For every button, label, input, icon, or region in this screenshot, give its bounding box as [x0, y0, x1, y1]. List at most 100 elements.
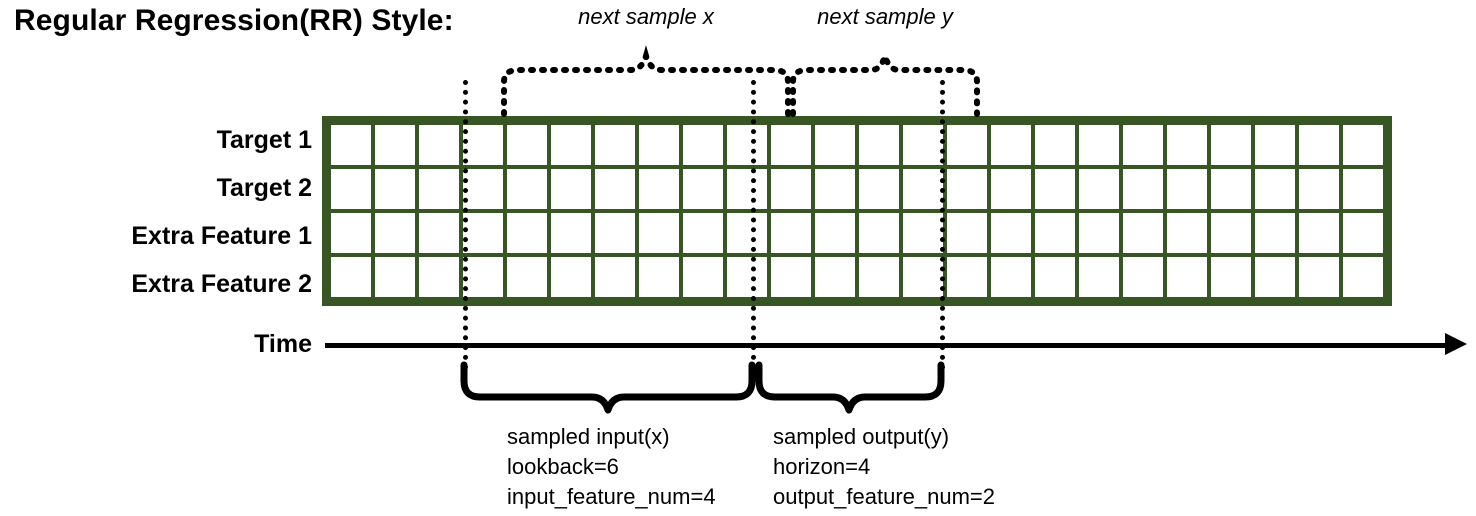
grid-cell [683, 169, 723, 209]
grid-cell [1035, 125, 1075, 165]
grid-cell [331, 169, 371, 209]
brace-sampled-output [755, 361, 945, 414]
grid-cell [991, 213, 1031, 253]
grid-cell [1255, 125, 1295, 165]
grid-cell [1255, 213, 1295, 253]
grid-cell [419, 125, 459, 165]
grid-cell [639, 213, 679, 253]
grid-cell [947, 257, 987, 297]
grid-cell [727, 257, 767, 297]
row-label-column: Target 1 Target 2 Extra Feature 1 Extra … [0, 116, 312, 308]
grid-row-extra-feature-2 [331, 257, 1383, 297]
grid-cell [1211, 125, 1251, 165]
grid-cell [1299, 213, 1339, 253]
grid-cell [639, 169, 679, 209]
grid-cell [507, 213, 547, 253]
grid-cell [419, 257, 459, 297]
grid-cell [551, 169, 591, 209]
grid-cell [1123, 125, 1163, 165]
caption-sampled-input: sampled input(x) lookback=6 input_featur… [507, 422, 716, 512]
grid-cell [1167, 125, 1207, 165]
timeline-grid [322, 116, 1392, 306]
grid-cell [815, 257, 855, 297]
grid-cell [727, 213, 767, 253]
grid-cell [375, 213, 415, 253]
grid-cell [1299, 169, 1339, 209]
grid-cell [1299, 257, 1339, 297]
page-title: Regular Regression(RR) Style: [14, 4, 454, 37]
grid-row-target-1 [331, 125, 1383, 165]
grid-cell [1211, 213, 1251, 253]
grid-cell [1343, 213, 1383, 253]
caption-sampled-input-line-3: input_feature_num=4 [507, 484, 716, 509]
grid-cell [1167, 169, 1207, 209]
timeline-grid-table [327, 121, 1387, 301]
grid-cell [815, 213, 855, 253]
grid-cell [815, 169, 855, 209]
grid-cell [639, 257, 679, 297]
grid-cell [1255, 169, 1295, 209]
grid-cell [507, 257, 547, 297]
grid-cell [1123, 213, 1163, 253]
grid-cell [551, 257, 591, 297]
grid-cell [859, 169, 899, 209]
brace-next-sample-y [789, 45, 981, 117]
grid-cell [331, 213, 371, 253]
grid-cell [859, 125, 899, 165]
grid-cell [375, 257, 415, 297]
grid-cell [1167, 257, 1207, 297]
grid-cell [463, 257, 503, 297]
brace-label-next-sample-x: next sample x [578, 4, 714, 29]
grid-cell [1035, 169, 1075, 209]
grid-cell [507, 125, 547, 165]
grid-cell [1079, 169, 1119, 209]
caption-sampled-input-line-1: sampled input(x) [507, 424, 670, 449]
grid-cell [419, 213, 459, 253]
grid-cell [1035, 213, 1075, 253]
grid-cell [1079, 213, 1119, 253]
grid-cell [639, 125, 679, 165]
grid-cell [1079, 125, 1119, 165]
caption-sampled-output-line-3: output_feature_num=2 [773, 484, 996, 509]
grid-cell [1255, 257, 1295, 297]
brace-next-sample-x [500, 45, 792, 117]
grid-cell [903, 257, 943, 297]
grid-cell [903, 169, 943, 209]
time-axis-label: Time [254, 330, 312, 358]
guide-line-input-start [463, 80, 468, 370]
grid-cell [947, 213, 987, 253]
grid-cell [1167, 213, 1207, 253]
brace-label-next-sample-y: next sample y [817, 4, 953, 29]
grid-cell [1343, 169, 1383, 209]
grid-cell [463, 213, 503, 253]
grid-cell [859, 257, 899, 297]
row-label-target-1: Target 1 [216, 126, 312, 154]
grid-cell [771, 125, 811, 165]
guide-line-input-end [751, 80, 756, 370]
caption-sampled-input-line-2: lookback=6 [507, 454, 619, 479]
grid-cell [947, 125, 987, 165]
row-label-extra-feature-2: Extra Feature 2 [131, 270, 312, 298]
grid-row-extra-feature-1 [331, 213, 1383, 253]
grid-cell [683, 213, 723, 253]
grid-cell [595, 169, 635, 209]
grid-cell [727, 169, 767, 209]
grid-cell [771, 257, 811, 297]
grid-cell [1299, 125, 1339, 165]
guide-line-output-end [940, 80, 945, 370]
grid-cell [331, 257, 371, 297]
grid-cell [815, 125, 855, 165]
brace-sampled-input [460, 361, 756, 414]
grid-cell [331, 125, 371, 165]
grid-cell [1035, 257, 1075, 297]
grid-cell [375, 125, 415, 165]
grid-cell [683, 257, 723, 297]
grid-cell [595, 257, 635, 297]
grid-cell [1123, 169, 1163, 209]
grid-cell [1343, 125, 1383, 165]
time-axis-line [325, 343, 1450, 348]
grid-cell [859, 213, 899, 253]
grid-cell [1079, 257, 1119, 297]
grid-cell [1123, 257, 1163, 297]
grid-cell [463, 125, 503, 165]
